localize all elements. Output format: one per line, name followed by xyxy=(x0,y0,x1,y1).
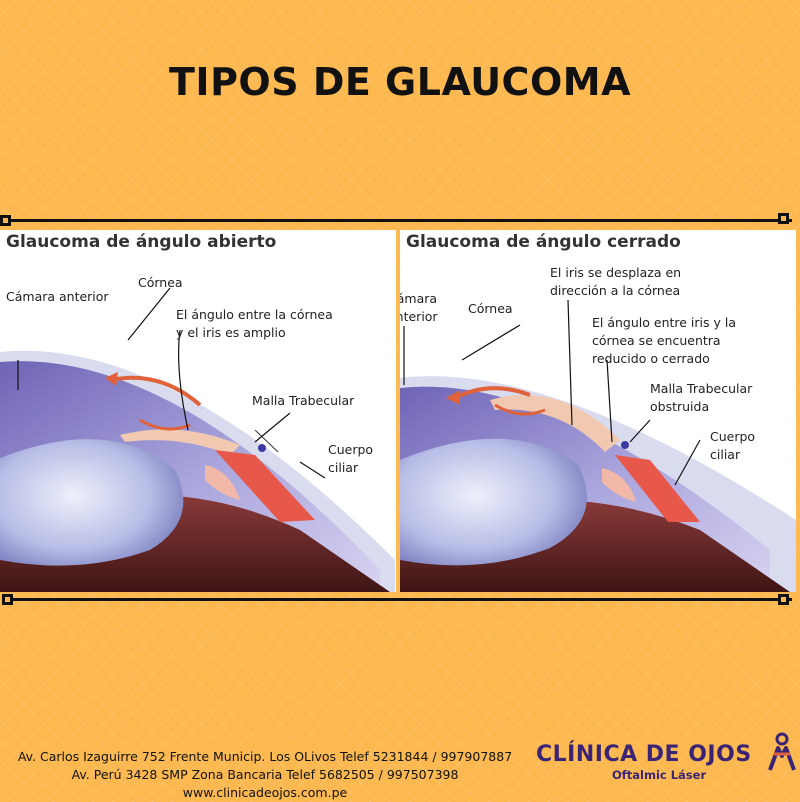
label-iris-line2: dirección a la córnea xyxy=(550,283,681,298)
label-cuerpo-line1: Cuerpo xyxy=(328,442,374,457)
bottom-divider xyxy=(8,598,792,601)
divider-endcap xyxy=(778,594,789,605)
label-angulo-line3: reducido o cerrado xyxy=(592,351,710,366)
closed-angle-panel: Glaucoma de ángulo cerrado El iris se de… xyxy=(400,230,796,592)
open-angle-title: Glaucoma de ángulo abierto xyxy=(6,232,277,252)
closed-angle-title: Glaucoma de ángulo cerrado xyxy=(406,232,681,252)
address-line-1: Av. Carlos Izaguirre 752 Frente Municip.… xyxy=(17,749,513,764)
label-cuerpo-line1: Cuerpo xyxy=(710,429,756,444)
label-camara-anterior: Cámara anterior xyxy=(6,289,109,304)
address-line-2: Av. Perú 3428 SMP Zona Bancaria Telef 56… xyxy=(71,767,459,782)
label-camara-line1: Cámara xyxy=(400,291,438,306)
label-malla-line1: Malla Trabecular xyxy=(650,381,753,396)
label-angulo-line2: y el iris es amplio xyxy=(176,325,286,340)
label-malla-line2: obstruida xyxy=(650,399,710,414)
clinic-logo-icon xyxy=(768,732,796,771)
label-angulo-line1: El ángulo entre la córnea xyxy=(176,307,333,322)
open-angle-panel: Glaucoma de ángulo abierto Cámara anteri… xyxy=(0,230,396,592)
page-title: TIPOS DE GLAUCOMA xyxy=(169,60,631,104)
brand-name: CLÍNICA DE OJOS xyxy=(536,742,752,767)
label-angulo-line2: córnea se encuentra xyxy=(592,333,721,348)
closed-angle-eye-illustration xyxy=(400,299,796,592)
label-cornea: Córnea xyxy=(138,275,183,290)
label-cornea: Córnea xyxy=(468,301,513,316)
label-angulo-line1: El ángulo entre iris y la xyxy=(592,315,736,330)
label-cuerpo-line2: ciliar xyxy=(710,447,741,462)
label-iris-line1: El iris se desplaza en xyxy=(550,265,682,280)
open-angle-eye-illustration xyxy=(0,287,395,592)
website-link[interactable]: www.clinicadeojos.com.pe xyxy=(182,785,348,800)
divider-endcap xyxy=(0,215,11,226)
divider-endcap xyxy=(778,213,789,224)
divider-endcap xyxy=(2,594,13,605)
label-malla-trabecular: Malla Trabecular xyxy=(252,393,355,408)
footer-address: Av. Carlos Izaguirre 752 Frente Municip.… xyxy=(0,748,530,802)
top-divider xyxy=(8,219,792,222)
label-camara-line2: anterior xyxy=(400,309,438,324)
clinic-brand: CLÍNICA DE OJOS Oftalmic Láser xyxy=(536,742,798,782)
label-cuerpo-line2: ciliar xyxy=(328,460,359,475)
brand-subtitle: Oftalmic Láser xyxy=(612,768,707,782)
